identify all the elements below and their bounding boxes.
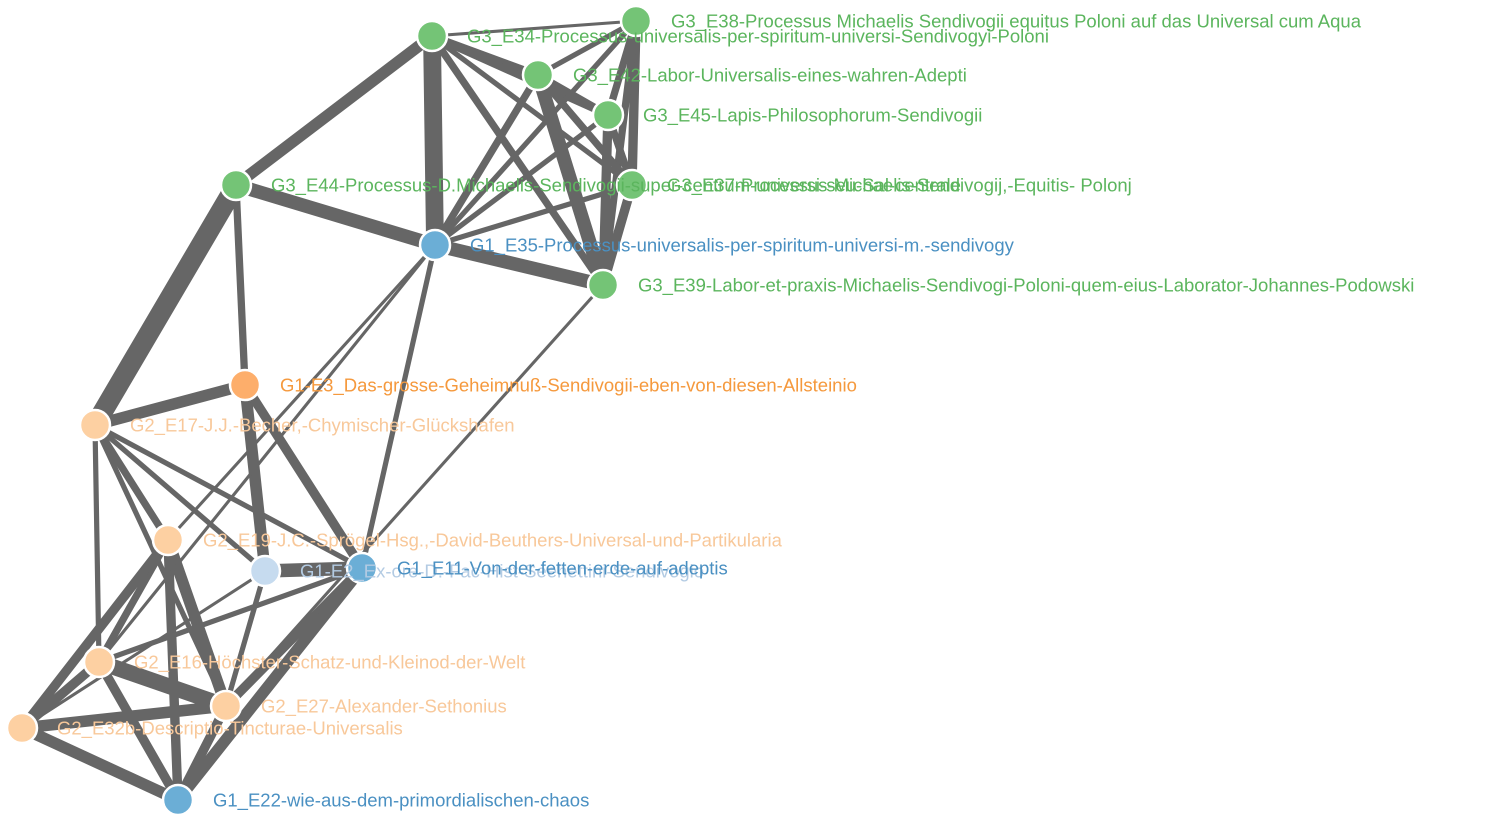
- edge-E11-E22: [172, 562, 368, 806]
- edge-E38-E42: [535, 18, 639, 78]
- edge-E38-E35: [432, 18, 639, 248]
- node-E22[interactable]: [161, 783, 195, 817]
- edge-E2-E32b: [20, 569, 267, 730]
- node-circle-E17[interactable]: [78, 408, 112, 442]
- node-E37[interactable]: [615, 168, 649, 202]
- node-label-E37: G3_E37-Processus-Michaelis-Sendivogij,-E…: [667, 174, 1132, 196]
- node-E11[interactable]: [345, 551, 379, 585]
- node-circle-E19[interactable]: [151, 523, 185, 557]
- edge-E42-E35: [431, 71, 542, 249]
- node-label-E19: G2_E19-J.C.-Sprögel-Hsg.,-David-Beuthers…: [203, 529, 783, 551]
- labels-layer: G3_E38-Processus Michaelis Sendivogii eq…: [57, 10, 1414, 811]
- node-label-E2: G1-E2_Ex-ore-D.-Fac-Hist-Seehettini-Send…: [300, 560, 704, 582]
- node-circle-E34[interactable]: [415, 19, 449, 53]
- node-E32b[interactable]: [5, 711, 39, 745]
- edge-E17-E2: [92, 422, 268, 574]
- node-label-E22: G1_E22-wie-aus-dem-primordialischen-chao…: [213, 789, 589, 811]
- edge-E11-E16: [96, 565, 365, 665]
- edges-layer: [16, 16, 641, 806]
- node-circle-E35[interactable]: [418, 228, 452, 262]
- node-E3[interactable]: [228, 368, 262, 402]
- edge-E44-E17: [85, 175, 246, 435]
- node-circle-E3[interactable]: [228, 368, 262, 402]
- node-circle-E44[interactable]: [219, 168, 253, 202]
- edge-E37-E39: [598, 180, 637, 290]
- node-circle-E22[interactable]: [161, 783, 195, 817]
- node-E17[interactable]: [78, 408, 112, 442]
- edge-E19-E22: [163, 535, 183, 805]
- node-label-E42: G3_E42-Labor-Universalis-eines-wahren-Ad…: [573, 64, 967, 86]
- edge-E34-E39: [428, 32, 607, 289]
- edge-E42-E39: [531, 68, 610, 292]
- edge-E37-E35: [432, 182, 635, 248]
- edge-E34-E38: [430, 19, 638, 38]
- node-circle-E2[interactable]: [248, 554, 282, 588]
- node-E38[interactable]: [619, 4, 653, 38]
- node-E39[interactable]: [586, 268, 620, 302]
- edge-E27-E22: [173, 701, 231, 805]
- edge-E2-E27: [223, 568, 268, 709]
- node-circle-E38[interactable]: [619, 4, 653, 38]
- node-label-E34: G3_E34-Processus-universalis-per-spiritu…: [467, 25, 1049, 47]
- node-circle-E45[interactable]: [591, 98, 625, 132]
- node-E42[interactable]: [521, 58, 555, 92]
- edge-E35-E44: [229, 178, 442, 252]
- node-label-E45: G3_E45-Lapis-Philosophorum-Sendivogii: [643, 104, 982, 126]
- node-label-E39: G3_E39-Labor-et-praxis-Michaelis-Sendivo…: [638, 274, 1414, 296]
- edge-E16-E35: [97, 243, 437, 664]
- node-label-E3: G1-E3_Das-grosse-Geheimnuß-Sendivogii-eb…: [280, 374, 857, 396]
- edge-E19-E32b: [17, 535, 173, 733]
- edge-E16-E22: [94, 657, 183, 805]
- edge-E34-E44: [230, 30, 438, 191]
- node-E44[interactable]: [219, 168, 253, 202]
- edge-E3-E17: [89, 379, 251, 431]
- edge-E35-E39: [428, 238, 610, 292]
- edge-E45-E35: [432, 112, 611, 248]
- node-E35[interactable]: [418, 228, 452, 262]
- node-label-E38: G3_E38-Processus Michaelis Sendivogii eq…: [671, 10, 1362, 32]
- edge-E45-E39: [598, 110, 613, 290]
- node-circle-E11[interactable]: [345, 551, 379, 585]
- node-circle-E32b[interactable]: [5, 711, 39, 745]
- edge-E34-E35: [423, 27, 444, 254]
- node-E16[interactable]: [82, 645, 116, 679]
- edge-E44-E3: [232, 181, 249, 389]
- node-E34[interactable]: [415, 19, 449, 53]
- edge-E35-E11: [359, 242, 438, 571]
- node-circle-E27[interactable]: [209, 689, 243, 723]
- node-label-E17: G2_E17-J.J.-Becher,-Chymischer-Glückshaf…: [130, 414, 515, 436]
- node-label-E11: G1_E11-Von-der-fetten-erde-auf-adeptis: [397, 557, 728, 579]
- edge-E16-E32b: [17, 657, 104, 733]
- node-E19[interactable]: [151, 523, 185, 557]
- edge-E34-E37: [429, 33, 635, 188]
- node-label-E32b: G2_E32b-Descriptio-Tincturae-Universalis: [57, 717, 403, 739]
- node-label-E44: G3_E44-Processus-D.Michaelis-Sendivogii-…: [271, 174, 961, 196]
- edge-E19-E27: [162, 534, 232, 712]
- node-E27[interactable]: [209, 689, 243, 723]
- edge-E3-E2: [239, 379, 271, 577]
- edge-E27-E32b: [16, 700, 232, 734]
- node-circle-E39[interactable]: [586, 268, 620, 302]
- node-label-E35: G1_E35-Processus-universalis-per-spiritu…: [470, 234, 1015, 256]
- edge-E17-E19: [91, 421, 172, 544]
- node-circle-E37[interactable]: [615, 168, 649, 202]
- edge-E32b-E22: [16, 722, 184, 806]
- edge-E17-E11: [92, 422, 365, 571]
- edge-E3-E11: [240, 380, 367, 573]
- edge-E16-E27: [91, 654, 234, 714]
- node-E2[interactable]: [248, 554, 282, 588]
- node-circle-E16[interactable]: [82, 645, 116, 679]
- node-label-E16: G2_E16-Höchster-Schatz-und-Kleinod-der-W…: [134, 651, 525, 673]
- node-label-E27: G2_E27-Alexander-Sethonius: [261, 695, 507, 717]
- node-circle-E42[interactable]: [521, 58, 555, 92]
- nodes-layer: [5, 4, 653, 817]
- node-E45[interactable]: [591, 98, 625, 132]
